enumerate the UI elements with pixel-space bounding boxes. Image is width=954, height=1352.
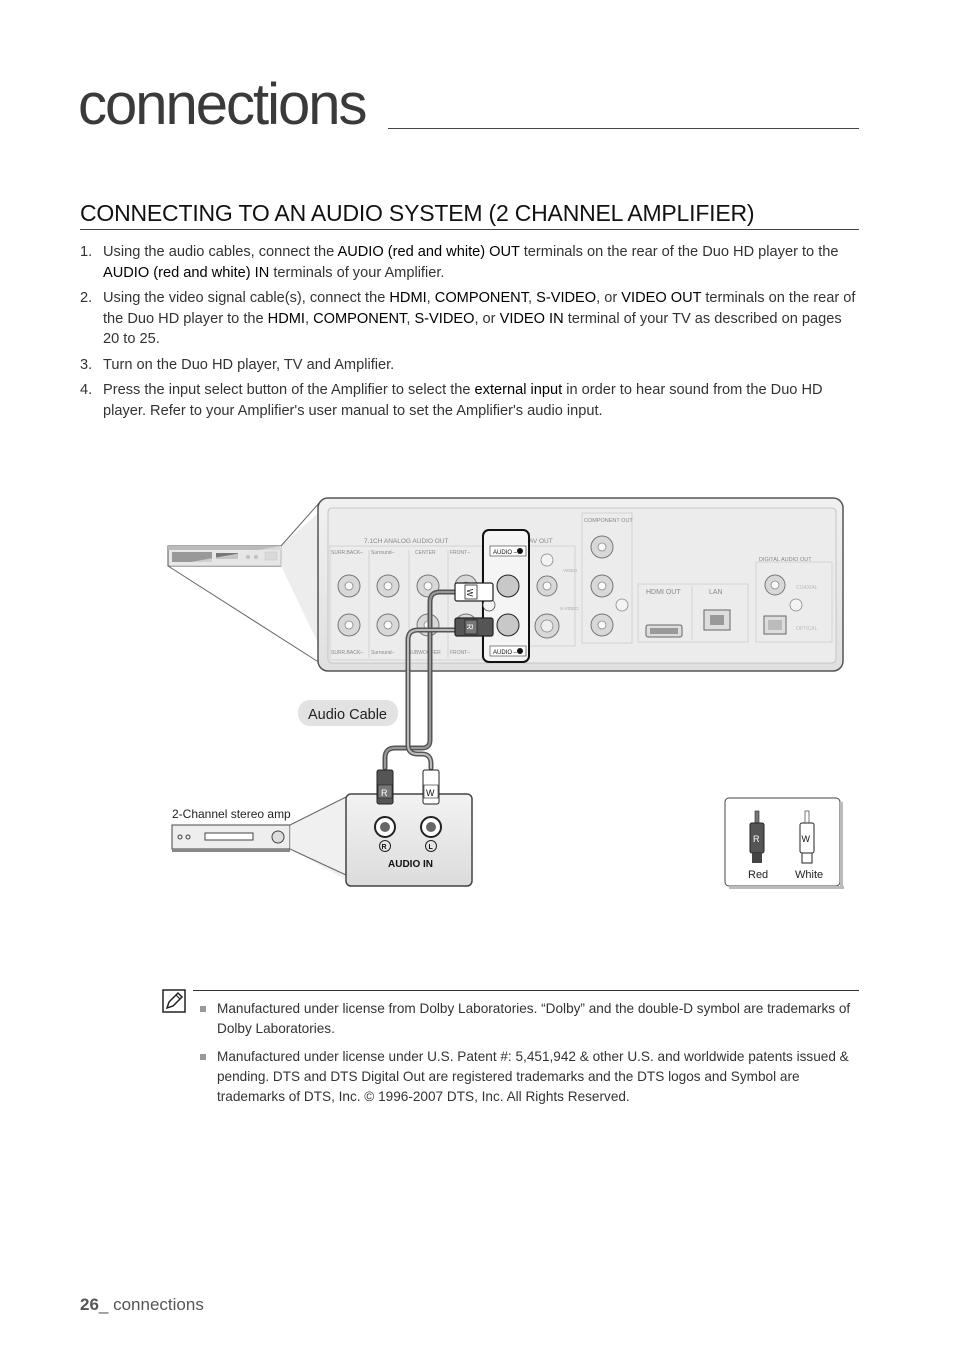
step-text-run: in order to hear sound from the Duo HD p… xyxy=(103,382,823,419)
note-item: Manufactured under license from Dolby La… xyxy=(200,999,860,1039)
step-number: 4. xyxy=(80,382,93,398)
surround-label: Surround– xyxy=(371,650,395,656)
legend-w-glyph: W xyxy=(802,834,811,844)
front-label: FRONT– xyxy=(450,650,470,656)
step-text: Press the input select button of the Amp… xyxy=(103,382,823,419)
note-text: Manufactured under license from Dolby La… xyxy=(217,1001,851,1036)
audio-in-label: AUDIO IN xyxy=(388,859,433,870)
note-text: Manufactured under license under U.S. Pa… xyxy=(217,1049,849,1104)
step-emphasis: COMPONENT xyxy=(434,290,529,306)
step-emphasis: COMPONENT xyxy=(313,310,407,327)
step-emphasis: HDMI xyxy=(267,310,305,327)
step-text-run: Press the input select button of the Amp… xyxy=(103,382,475,398)
digital-audio-out-label: DIGITAL AUDIO OUT xyxy=(759,557,812,563)
av-out-label: AV OUT xyxy=(529,538,553,545)
step-text-run: , or xyxy=(474,310,500,327)
step-emphasis: S-VIDEO xyxy=(536,290,597,306)
plug-w-label: W xyxy=(465,589,474,597)
step-text-run: , or xyxy=(596,290,622,306)
step-text: Using the audio cables, connect the AUDI… xyxy=(103,244,839,281)
panel-plugs: W R xyxy=(454,582,494,637)
component-out-label: COMPONENT OUT xyxy=(584,518,633,524)
page-number: 26 xyxy=(80,1295,99,1314)
audio-r-label: AUDIO – xyxy=(493,650,518,656)
step-emphasis: VIDEO OUT xyxy=(621,290,702,306)
jack-r-label: R xyxy=(382,844,387,851)
audio-cable-label: Audio Cable xyxy=(308,707,387,723)
section-title: CONNECTING TO AN AUDIO SYSTEM (2 CHANNEL… xyxy=(80,200,755,226)
step-emphasis: AUDIO (red and white) IN xyxy=(103,264,270,281)
jack-l-label: L xyxy=(429,844,434,851)
chapter-title: connections xyxy=(78,72,368,137)
step-text-run: terminals on the rear of the Duo HD play… xyxy=(519,244,839,260)
bullet-square-icon xyxy=(200,1006,206,1012)
amp-label: 2-Channel stereo amp xyxy=(172,807,291,821)
audio-cable-badge xyxy=(298,700,398,726)
step-text-run: terminals on the rear of the Duo HD play… xyxy=(103,290,856,327)
step-1: 1. Using the audio cables, connect the A… xyxy=(80,242,860,283)
amp-audio-in-panel: R W R L AUDIO IN xyxy=(345,769,473,887)
coaxial-label: COAXIAL xyxy=(796,585,818,591)
notes-list: Manufactured under license from Dolby La… xyxy=(200,999,860,1115)
center-label: CENTER xyxy=(415,550,436,556)
step-text-run: terminals of your Amplifier. xyxy=(269,264,445,281)
step-text-run: Using the audio cables, connect the xyxy=(103,244,338,260)
instruction-steps: 1. Using the audio cables, connect the A… xyxy=(80,242,860,426)
step-text-run: , xyxy=(406,310,415,327)
section-rule xyxy=(80,229,859,230)
note-pencil-icon xyxy=(162,989,186,1013)
audio-l-label: AUDIO – xyxy=(493,550,518,556)
page-footer: 26_ connections xyxy=(80,1295,204,1315)
legend-white-label: White xyxy=(795,869,823,881)
step-number: 3. xyxy=(80,356,93,373)
legend-r-glyph: R xyxy=(753,834,760,844)
bullet-square-icon xyxy=(200,1054,206,1060)
stereo-amp-icon xyxy=(171,824,291,852)
note-item: Manufactured under license under U.S. Pa… xyxy=(200,1047,860,1107)
plug-r-label: R xyxy=(381,788,388,798)
step-text-run: Using the video signal cable(s), connect… xyxy=(103,290,390,306)
surr-back-label: SURR.BACK– xyxy=(331,550,363,556)
step-4: 4. Press the input select button of the … xyxy=(80,380,860,421)
footer-label: _ connections xyxy=(98,1295,204,1314)
step-emphasis: external input xyxy=(474,382,563,398)
optical-label: OPTICAL xyxy=(796,626,818,632)
hdmi-out-label: HDMI OUT xyxy=(646,589,681,596)
step-number: 1. xyxy=(80,244,93,260)
step-text: Using the video signal cable(s), connect… xyxy=(103,290,855,347)
step-emphasis: VIDEO IN xyxy=(499,310,564,327)
plug-legend: R Red W White xyxy=(724,797,844,889)
rear-panel: 7.1CH ANALOG AUDIO OUT SURR.BACK– Surrou… xyxy=(317,497,844,672)
chapter-rule xyxy=(388,128,859,129)
step-text-run: , xyxy=(426,290,435,306)
plug-w-label: W xyxy=(426,788,435,798)
step-number: 2. xyxy=(80,290,93,306)
subwoofer-label: SUBWOOFER xyxy=(408,650,441,656)
surround-label: Surround– xyxy=(371,550,395,556)
surr-back-label: SURR.BACK– xyxy=(331,650,363,656)
analog-audio-label: 7.1CH ANALOG AUDIO OUT xyxy=(364,538,449,545)
zoom-callout xyxy=(168,502,331,670)
front-label: FRONT– xyxy=(450,550,470,556)
step-text-run: , xyxy=(304,310,314,327)
connection-diagram: 7.1CH ANALOG AUDIO OUT SURR.BACK– Surrou… xyxy=(167,497,844,889)
plug-r-label: R xyxy=(465,624,474,630)
step-text-run: Turn on the Duo HD player, TV and Amplif… xyxy=(103,356,395,373)
step-2: 2. Using the video signal cable(s), conn… xyxy=(80,288,860,350)
audio-cable xyxy=(382,589,458,771)
step-text-run: , xyxy=(528,290,537,306)
step-3: 3. Turn on the Duo HD player, TV and Amp… xyxy=(80,355,860,376)
step-text: Turn on the Duo HD player, TV and Amplif… xyxy=(103,357,394,373)
lan-label: LAN xyxy=(709,589,723,596)
step-emphasis: HDMI xyxy=(389,290,427,306)
step-emphasis: S-VIDEO xyxy=(414,310,475,327)
step-emphasis: AUDIO (red and white) OUT xyxy=(337,244,520,260)
video-label: VIDEO xyxy=(563,568,578,573)
svideo-label: S-VIDEO xyxy=(560,606,579,611)
step-text-run: terminal of your TV as described on page… xyxy=(103,310,842,348)
note-rule xyxy=(193,990,859,991)
legend-red-label: Red xyxy=(748,869,768,881)
